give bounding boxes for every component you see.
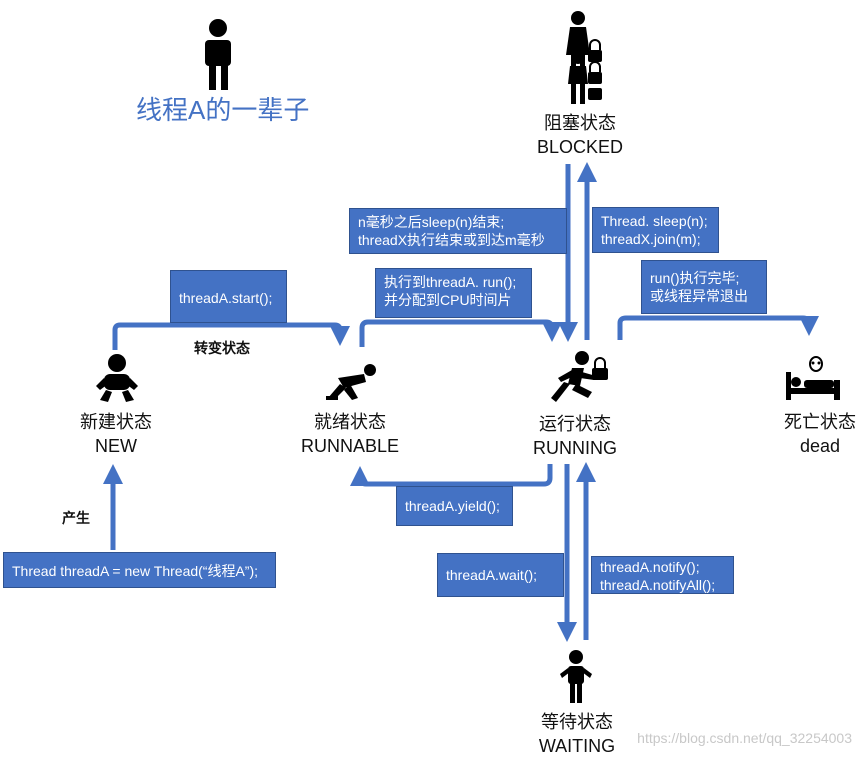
arrow-runnable-to-running [359,319,562,347]
arrow-running-to-runnable [350,464,553,487]
transition-wait-box: threadA.wait(); [437,553,564,597]
state-blocked-cn: 阻塞状态 [544,113,616,133]
transition-finish-box: run()执行完毕; 或线程异常退出 [641,260,767,314]
state-waiting-en: WAITING [538,736,616,756]
transition-block-box: Thread. sleep(n); threadX.join(m); [592,207,719,253]
change-state-label: 转变状态 [194,340,250,356]
state-new: 新建状态 NEW [56,410,176,458]
diagram-title: 线程A的一辈子 [136,95,310,125]
runner-ready-icon [326,364,376,400]
state-new-en: NEW [95,436,137,456]
person-icon [205,19,231,90]
transition-create-box: Thread threadA = new Thread(“线程A”); [3,552,276,588]
state-blocked: 阻塞状态 BLOCKED [518,111,642,159]
state-runnable-cn: 就绪状态 [314,412,386,432]
bed-skull-icon [786,356,840,400]
baby-icon [96,354,138,402]
produce-label: 产生 [62,510,90,526]
transition-notify-box: threadA.notify(); threadA.notifyAll(); [591,556,734,594]
watermark-url: https://blog.csdn.net/qq_32254003 [637,730,852,746]
transition-to-running-box: 执行到threadA. run(); 并分配到CPU时间片 [375,268,532,318]
transition-start-box: threadA.start(); [170,270,287,323]
state-running-en: RUNNING [533,438,617,458]
standing-person-icon [560,650,592,703]
state-dead: 死亡状态 dead [760,410,862,458]
arrow-new-to-runnable [112,322,350,350]
state-running: 运行状态 RUNNING [512,412,638,460]
transition-yield-box: threadA.yield(); [396,486,513,526]
state-runnable: 就绪状态 RUNNABLE [285,410,415,458]
state-new-cn: 新建状态 [80,412,152,432]
transition-unblock-box: n毫秒之后sleep(n)结束; threadX执行结束或到达m毫秒 [349,208,567,254]
state-running-cn: 运行状态 [539,414,611,434]
state-waiting: 等待状态 WAITING [515,710,639,758]
blocked-people-lock-icon [566,11,602,104]
state-dead-cn: 死亡状态 [784,412,856,432]
state-waiting-cn: 等待状态 [541,712,613,732]
runner-lock-icon [551,351,608,402]
state-runnable-en: RUNNABLE [300,436,400,456]
state-blocked-en: BLOCKED [536,137,624,157]
state-dead-en: dead [799,436,841,456]
arrow-running-to-dead [617,315,819,340]
